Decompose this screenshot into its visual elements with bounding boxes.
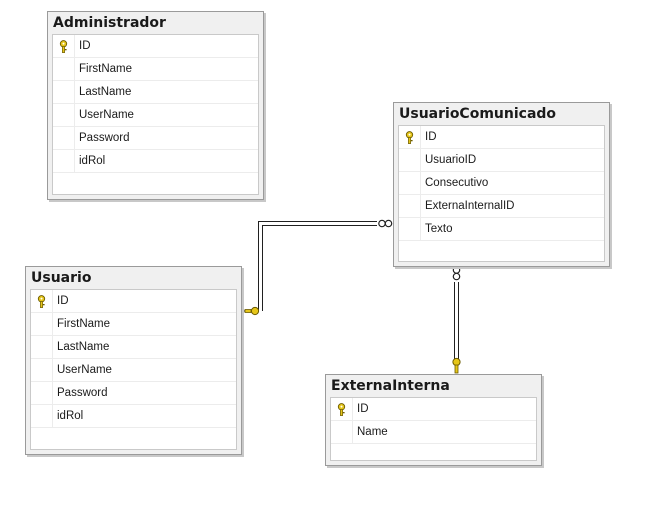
row-selector (399, 172, 421, 194)
column-name: ID (357, 403, 369, 415)
table-title[interactable]: Usuario (31, 270, 92, 286)
column-name: Password (57, 387, 108, 399)
table-externainterna[interactable]: ExternaInterna ID Name (325, 374, 542, 466)
row-selector (31, 359, 53, 381)
column-name: FirstName (57, 318, 111, 330)
column-row[interactable]: Password (53, 127, 258, 150)
row-selector (53, 81, 75, 103)
table-title[interactable]: Administrador (53, 15, 166, 31)
row-selector (399, 126, 421, 148)
row-selector (399, 149, 421, 171)
column-row[interactable]: ID (53, 35, 258, 58)
primary-key-icon (405, 130, 414, 144)
column-row[interactable]: idRol (31, 405, 236, 428)
column-name: UserName (79, 109, 134, 121)
row-selector (399, 195, 421, 217)
primary-key-icon (37, 294, 46, 308)
row-selector (53, 127, 75, 149)
primary-key-icon (337, 402, 346, 416)
column-name: Password (79, 132, 130, 144)
column-name: Consecutivo (425, 177, 489, 189)
infinity-end-icon (452, 266, 461, 281)
table-usuariocomunicado[interactable]: UsuarioComunicado ID UsuarioID Consecutivo… (393, 102, 610, 267)
row-selector (53, 58, 75, 80)
relationship-externainterna-usuariocomunicado[interactable] (452, 266, 461, 374)
row-selector (399, 218, 421, 240)
column-row[interactable]: UserName (31, 359, 236, 382)
column-row[interactable]: LastName (53, 81, 258, 104)
table-title[interactable]: ExternaInterna (331, 378, 450, 394)
column-name: ExternaInternalID (425, 200, 515, 212)
column-row[interactable]: ID (399, 126, 604, 149)
column-name: UserName (57, 364, 112, 376)
key-end-icon (243, 306, 260, 316)
column-name: ID (79, 40, 91, 52)
row-selector (31, 313, 53, 335)
column-row[interactable]: ID (31, 290, 236, 313)
relationship-usuario-usuariocomunicado[interactable] (243, 219, 393, 316)
column-row[interactable]: UserName (53, 104, 258, 127)
column-row[interactable]: ID (331, 398, 536, 421)
column-row[interactable]: idRol (53, 150, 258, 173)
row-selector (331, 421, 353, 443)
column-row[interactable]: Texto (399, 218, 604, 241)
table-title[interactable]: UsuarioComunicado (399, 106, 557, 122)
primary-key-icon (59, 39, 68, 53)
column-name: ID (57, 295, 69, 307)
column-name: idRol (57, 410, 84, 422)
column-name: Texto (425, 223, 453, 235)
row-selector (331, 398, 353, 420)
key-end-icon (452, 357, 461, 374)
column-name: ID (425, 131, 437, 143)
column-row[interactable]: Name (331, 421, 536, 444)
column-list: ID Name (330, 397, 537, 461)
column-name: LastName (79, 86, 132, 98)
column-row[interactable]: FirstName (53, 58, 258, 81)
column-row[interactable]: LastName (31, 336, 236, 359)
infinity-end-icon (378, 219, 393, 228)
row-selector (31, 336, 53, 358)
column-name: Name (357, 426, 388, 438)
column-row[interactable]: UsuarioID (399, 149, 604, 172)
column-name: UsuarioID (425, 154, 477, 166)
column-row[interactable]: Password (31, 382, 236, 405)
row-selector (53, 104, 75, 126)
row-selector (31, 382, 53, 404)
column-row[interactable]: Consecutivo (399, 172, 604, 195)
column-row[interactable]: ExternaInternalID (399, 195, 604, 218)
row-selector (31, 405, 53, 427)
column-name: idRol (79, 155, 106, 167)
row-selector (31, 290, 53, 312)
column-name: LastName (57, 341, 110, 353)
row-selector (53, 35, 75, 57)
column-name: FirstName (79, 63, 133, 75)
row-selector (53, 150, 75, 172)
column-row[interactable]: FirstName (31, 313, 236, 336)
